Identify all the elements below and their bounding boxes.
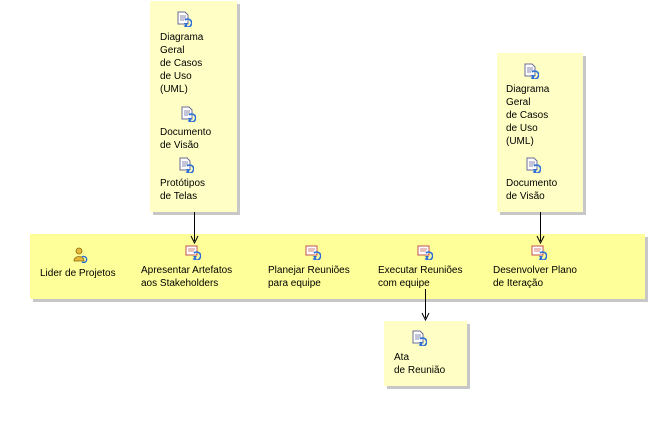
task-label: Desenvolver Plano de Iteração <box>493 265 577 289</box>
task-icon <box>417 244 433 260</box>
artifact-label: Ata de Reunião <box>394 352 446 376</box>
document-icon <box>523 63 539 79</box>
artifact-box-2: Diagrama Geral de Casos de Uso (UML) Doc… <box>497 53 583 212</box>
task-label: Executar Reuniões com equipe <box>378 265 463 289</box>
arrowhead <box>421 312 430 322</box>
document-icon <box>411 330 427 346</box>
artifact-label: Documento de Visão <box>160 127 212 151</box>
artifact-box-1: Diagrama Geral de Casos de Uso (UML) Doc… <box>150 1 237 212</box>
artifact-label: Protótipos de Telas <box>160 178 206 202</box>
artifact-label: Documento de Visão <box>506 178 558 202</box>
role-lane: Lider de Projetos Apresentar Artefatos a… <box>30 234 645 299</box>
document-icon <box>525 157 541 173</box>
role-label: Lider de Projetos <box>40 268 116 279</box>
task-icon <box>531 244 547 260</box>
task-icon <box>305 244 321 260</box>
role-icon <box>72 247 88 263</box>
document-icon <box>180 106 196 122</box>
artifact-label: Diagrama Geral de Casos de Uso (UML) <box>160 32 204 95</box>
task-icon <box>185 244 201 260</box>
output-box: Ata de Reunião <box>384 321 467 386</box>
task-label: Planejar Reuniões para equipe <box>268 265 350 289</box>
document-icon <box>176 11 192 27</box>
document-icon <box>178 157 194 173</box>
artifact-label: Diagrama Geral de Casos de Uso (UML) <box>506 84 550 147</box>
task-label: Apresentar Artefatos aos Stakeholders <box>141 265 233 289</box>
